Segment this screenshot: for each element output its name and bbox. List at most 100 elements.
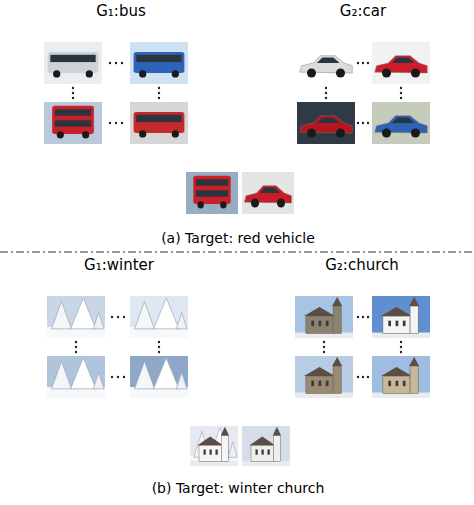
church-photo [372,357,430,398]
ellipsis-dots [323,346,325,348]
bus-photo [130,102,188,144]
winter-photo [130,296,188,338]
ellipsis-dots [367,62,369,64]
bus-photo [48,52,99,78]
ellipsis-dots [357,316,359,318]
car-photo [372,102,430,144]
target-caption: (a) Target: red vehicle [161,230,315,247]
ellipsis-dots [323,351,325,353]
car-photo [375,116,428,138]
group-ellipse: G₁:winter [8,256,230,434]
ellipsis-dots [362,122,364,124]
target-photo [242,172,294,214]
ellipse-outline [257,20,469,178]
car-photo [300,56,353,78]
target-photo [190,426,238,466]
bus-photo [44,102,102,144]
group-ellipse: G₁:bus [8,2,234,182]
ellipsis-dots [109,62,111,64]
group-label: G₂:car [340,2,386,20]
ellipse-outline [8,2,234,182]
church-photo [372,356,430,398]
ellipsis-dots [72,87,74,89]
ellipsis-dots [367,376,369,378]
ellipsis-dots [123,316,125,318]
winter-photo [47,356,105,398]
ellipsis-dots [75,341,77,343]
ellipsis-dots [109,122,111,124]
bus-photo [52,106,94,139]
bus-photo [134,112,185,138]
bus-photo [44,42,102,84]
target-photo [242,426,290,466]
ellipsis-dots [400,97,402,99]
car-photo [372,42,430,84]
group-label: G₁:winter [84,256,154,274]
ellipse-outline [141,160,335,226]
ellipsis-dots [325,97,327,99]
ellipsis-dots [367,122,369,124]
church-photo [295,356,353,398]
ellipsis-dots [158,97,160,99]
ellipsis-dots [357,122,359,124]
winter-photo [130,358,188,398]
group-ellipse: G₂:car [256,2,470,182]
ellipsis-dots [117,376,119,378]
car-photo [375,56,428,78]
bus-photo [130,102,188,144]
winter-photo [130,356,188,398]
church-photo [295,296,353,338]
ellipsis-dots [115,62,117,64]
bus-photo [44,102,102,144]
ellipsis-dots [123,376,125,378]
ellipsis-dots [111,316,113,318]
ellipsis-dots [111,376,113,378]
target-photo [193,176,230,209]
winter-photo [47,296,105,338]
ellipse-outline [256,2,470,182]
ellipse-outline [9,274,227,430]
ellipse-outline [254,256,470,434]
car-photo [297,102,355,144]
church-photo [295,297,353,338]
church-photo [295,296,353,338]
target-photo [190,428,238,466]
church-photo [295,356,353,398]
ellipsis-dots [158,87,160,89]
church-photo [372,296,430,338]
ellipsis-dots [158,351,160,353]
ellipsis-dots [357,62,359,64]
ellipsis-dots [323,341,325,343]
ellipse-outline [9,20,231,178]
ellipsis-dots [121,62,123,64]
ellipsis-dots [325,87,327,89]
dash-dot-divider [0,252,474,253]
winter-photo [130,356,188,398]
group-ellipse: G₂:church [254,256,470,434]
ellipsis-dots [72,62,402,378]
ellipsis-dots [357,376,359,378]
bus-photo [44,42,102,84]
ellipsis-dots [117,316,119,318]
target-photo [242,172,294,214]
ellipsis-dots [158,341,160,343]
group-label: G₁:bus [96,2,146,20]
ellipsis-dots [325,92,327,94]
ellipsis-dots [362,376,364,378]
ellipsis-dots [400,92,402,94]
ellipsis-dots [115,122,117,124]
group-ellipse: (a) Target: red vehicle [140,158,336,250]
winter-photo [130,298,188,338]
target-photo [244,186,291,208]
ellipsis-dots [400,87,402,89]
ellipsis-dots [158,346,160,348]
church-photo [295,357,353,398]
ellipsis-dots [72,92,74,94]
target-photo [190,426,238,466]
target-photo [190,427,238,466]
winter-photo [47,358,105,398]
ellipsis-dots [400,346,402,348]
bus-photo [130,42,188,84]
